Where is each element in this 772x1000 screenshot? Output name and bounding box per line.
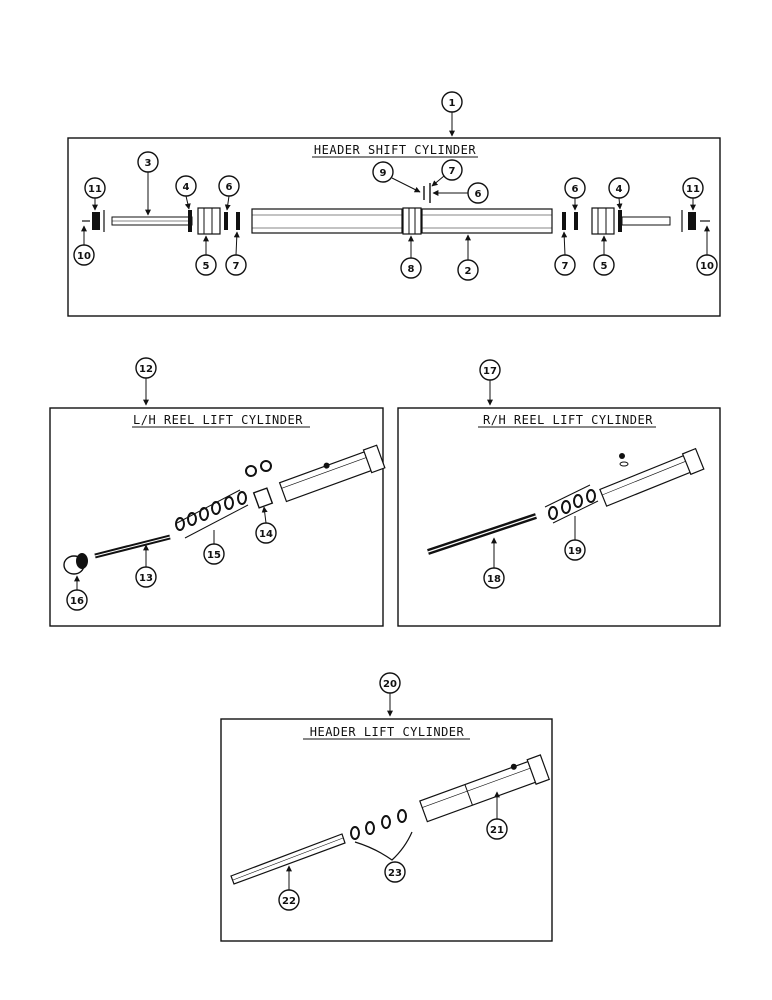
- svg-text:23: 23: [388, 868, 402, 879]
- svg-text:11: 11: [686, 184, 700, 195]
- svg-text:8: 8: [408, 264, 415, 275]
- svg-text:3: 3: [145, 158, 152, 169]
- svg-text:19: 19: [568, 546, 582, 557]
- header-shift-frame: [67, 137, 721, 317]
- svg-text:6: 6: [475, 189, 482, 200]
- svg-text:20: 20: [383, 679, 397, 690]
- hl-seal-kit: [350, 809, 413, 861]
- gland-right: [591, 207, 615, 235]
- callout-3: 3: [137, 151, 159, 216]
- svg-text:9: 9: [380, 168, 387, 179]
- svg-text:10: 10: [700, 261, 714, 272]
- svg-text:10: 10: [77, 251, 91, 262]
- callout-19: 19: [564, 516, 586, 561]
- barrel-left: [251, 208, 403, 234]
- end-bushing-right: [688, 212, 696, 230]
- rh-reel-lift-title: R/H REEL LIFT CYLINDER: [483, 413, 653, 427]
- svg-text:7: 7: [233, 261, 240, 272]
- svg-text:2: 2: [465, 266, 472, 277]
- svg-text:7: 7: [562, 261, 569, 272]
- lh-piston: [252, 487, 274, 509]
- callout-20: 20: [379, 672, 401, 717]
- callout-6-center: 6: [432, 182, 489, 204]
- svg-text:13: 13: [139, 573, 153, 584]
- callout-5-right: 5: [593, 235, 615, 276]
- callout-17: 17: [479, 359, 501, 406]
- hl-barrel: [419, 757, 546, 823]
- svg-text:5: 5: [203, 261, 210, 272]
- svg-text:4: 4: [183, 182, 190, 193]
- rh-seal-kit: [544, 484, 599, 524]
- svg-text:18: 18: [487, 574, 501, 585]
- callout-15: 15: [203, 530, 225, 565]
- header-lift-frame: [220, 718, 553, 942]
- svg-text:12: 12: [139, 364, 153, 375]
- seal-left: [188, 210, 192, 232]
- lh-reel-lift-panel: 12 L/H REEL LIFT CYLINDER: [49, 357, 386, 627]
- hl-rod: [230, 833, 346, 885]
- svg-text:15: 15: [207, 550, 221, 561]
- end-bushing-left: [92, 212, 100, 230]
- callout-18: 18: [483, 537, 505, 589]
- header-lift-title: HEADER LIFT CYLINDER: [310, 725, 465, 739]
- callout-6-right: 6: [564, 177, 586, 211]
- callout-7-center: 7: [431, 159, 463, 187]
- callout-22: 22: [278, 865, 300, 911]
- callout-8: 8: [400, 235, 422, 279]
- header-shift-panel: HEADER SHIFT CYLINDER 1: [67, 91, 721, 317]
- svg-text:4: 4: [616, 184, 623, 195]
- callout-1: 1: [441, 91, 463, 137]
- rh-barrel: [599, 451, 701, 507]
- callout-5-left: 5: [195, 235, 217, 276]
- callout-7-right: 7: [554, 231, 576, 276]
- svg-text:21: 21: [490, 825, 504, 836]
- header-shift-title: HEADER SHIFT CYLINDER: [314, 143, 476, 157]
- barrel-right: [421, 208, 553, 234]
- svg-text:5: 5: [601, 261, 608, 272]
- callout-10-left: 10: [73, 225, 95, 266]
- svg-text:11: 11: [88, 184, 102, 195]
- svg-text:7: 7: [449, 166, 456, 177]
- callout-23: 23: [384, 861, 406, 883]
- lh-seal-kit: [175, 489, 249, 539]
- callout-11-left: 11: [84, 177, 106, 211]
- lh-reel-lift-title: L/H REEL LIFT CYLINDER: [133, 413, 303, 427]
- callout-7-left: 7: [225, 231, 247, 276]
- callout-14: 14: [255, 506, 277, 544]
- header-lift-panel: 20 HEADER LIFT CYLINDER 21: [220, 672, 553, 942]
- callout-4-left: 4: [175, 175, 197, 210]
- svg-text:16: 16: [70, 596, 84, 607]
- rh-reel-lift-panel: 17 R/H REEL LIFT CYLINDER 18: [397, 359, 721, 627]
- callout-9: 9: [372, 161, 421, 193]
- callout-13: 13: [135, 544, 157, 588]
- svg-text:14: 14: [259, 529, 273, 540]
- callout-6-left: 6: [218, 175, 240, 211]
- svg-text:1: 1: [449, 98, 456, 109]
- callout-2: 2: [457, 234, 479, 281]
- lh-end-nut: [63, 553, 88, 575]
- callout-16: 16: [66, 575, 88, 611]
- svg-text:22: 22: [282, 896, 296, 907]
- gland-left: [197, 207, 221, 235]
- piston-rod-right: [621, 216, 671, 226]
- rh-reel-lift-frame: [397, 407, 721, 627]
- svg-text:6: 6: [226, 182, 233, 193]
- seal-right: [618, 210, 622, 232]
- svg-text:17: 17: [483, 366, 497, 377]
- callout-12: 12: [135, 357, 157, 406]
- callout-4-right: 4: [608, 177, 630, 210]
- svg-text:6: 6: [572, 184, 579, 195]
- callout-21: 21: [486, 791, 508, 840]
- center-piston: [402, 207, 422, 235]
- lh-reel-lift-frame: [49, 407, 384, 627]
- callout-11-right: 11: [682, 177, 704, 211]
- callout-10-right: 10: [696, 225, 718, 276]
